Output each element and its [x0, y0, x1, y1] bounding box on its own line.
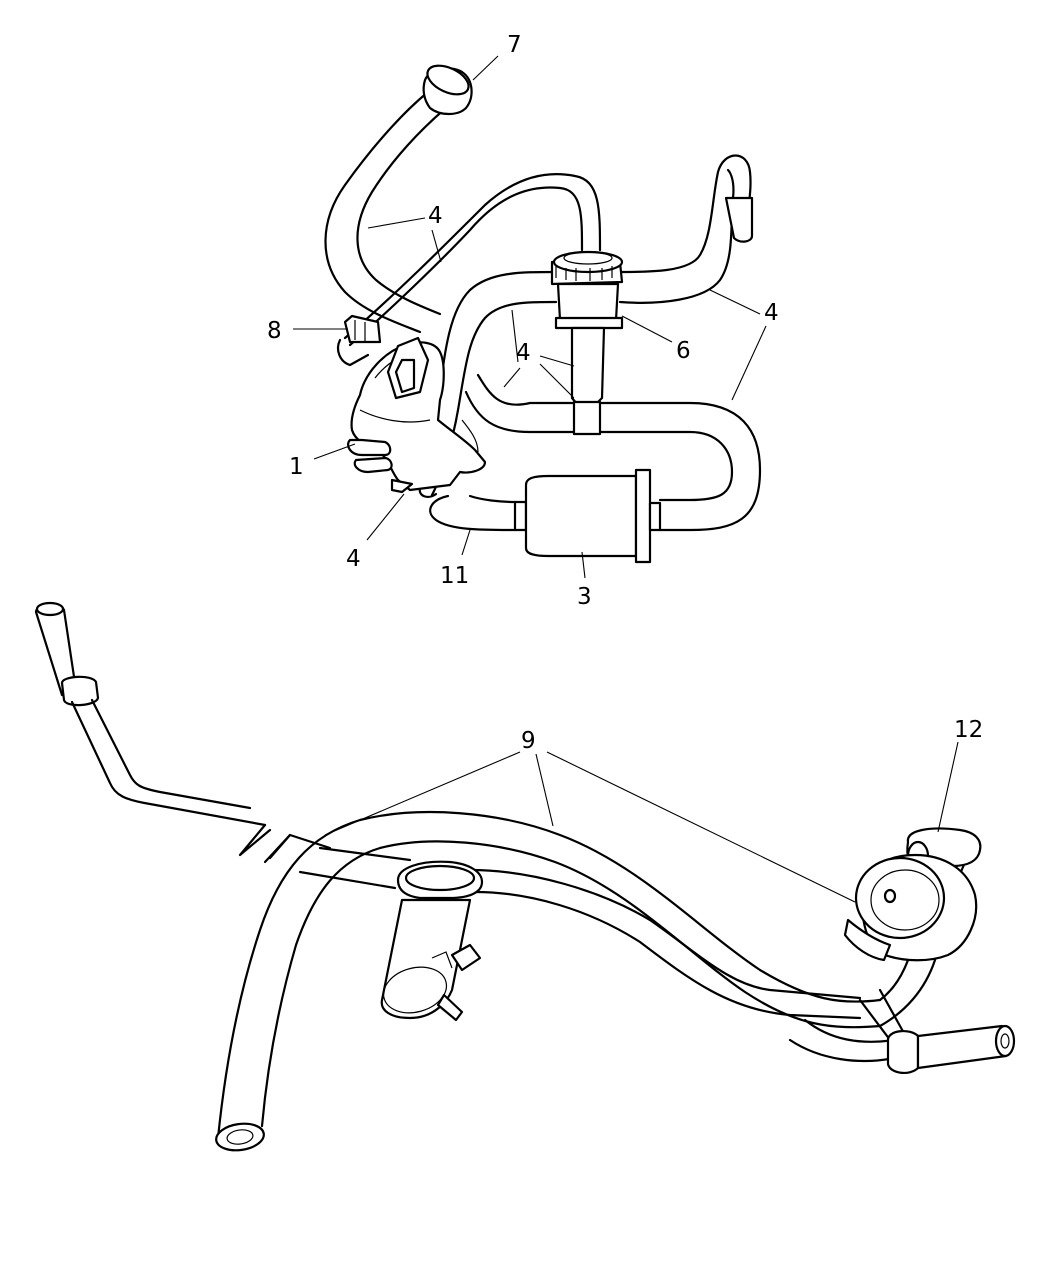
callout-9: 9: [324, 728, 856, 903]
filter-canister: [380, 860, 484, 1022]
check-valve: [550, 250, 624, 412]
callout-8-label: 8: [267, 318, 282, 344]
connector-8: [343, 314, 382, 344]
callout-1: 1: [289, 443, 356, 480]
callout-4-top: 4: [367, 203, 443, 263]
left-vapor-tube: [34, 601, 332, 864]
callout-6-label: 6: [676, 338, 691, 364]
callout-9-label: 9: [521, 728, 536, 754]
arch-hose: [336, 173, 602, 367]
callout-4-bottom: 4: [346, 493, 405, 572]
callout-4-top-label: 4: [428, 203, 443, 229]
callout-12-label: 12: [954, 717, 983, 743]
callout-6: 6: [621, 315, 691, 364]
hook-hose-right: [618, 154, 754, 304]
callout-4-center-label: 4: [516, 340, 531, 366]
upper-assembly: [324, 64, 762, 564]
callout-4-bottom-label: 4: [346, 546, 361, 572]
callout-11-label: 11: [440, 563, 469, 589]
vapor-canister: [429, 468, 662, 564]
end-cap: [422, 64, 473, 116]
callout-3: 3: [577, 551, 592, 610]
callout-1-label: 1: [289, 454, 304, 480]
lower-assembly: [34, 601, 1016, 1152]
callout-4-right-label: 4: [764, 300, 779, 326]
purge-solenoid: [346, 336, 487, 494]
right-valve-assembly: [788, 827, 1016, 1074]
callout-3-label: 3: [577, 584, 592, 610]
tee-hose: [464, 373, 762, 532]
callout-4-right: 4: [709, 289, 779, 401]
callout-7-label: 7: [507, 32, 522, 58]
callout-4-center: 4: [503, 309, 575, 399]
second-vapor-tube: [298, 846, 862, 1020]
callout-8: 8: [267, 318, 348, 344]
callout-12: 12: [937, 717, 983, 833]
main-vapor-tube: [215, 811, 882, 1152]
callout-11: 11: [440, 529, 471, 589]
callout-7: 7: [472, 32, 522, 81]
